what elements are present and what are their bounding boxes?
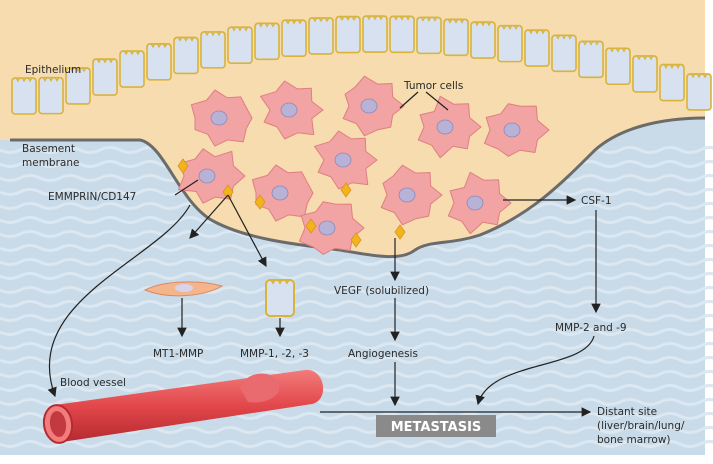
epithelial-cell (524, 29, 550, 67)
metastasis-label: METASTASIS (391, 420, 482, 435)
epithelial-cell (254, 22, 280, 61)
emmprin-markers (177, 158, 406, 248)
texture-wave (0, 440, 713, 448)
basement-label-2: membrane (22, 157, 79, 169)
blood-vessel-label: Blood vessel (60, 377, 126, 389)
nucleus (334, 152, 352, 168)
epithelial-cell (119, 50, 145, 88)
angiogenesis-label: Angiogenesis (348, 348, 418, 360)
fibroblast-icon (143, 281, 224, 297)
mt1mmp-label: MT1-MMP (153, 348, 203, 360)
epithelial-cell (38, 76, 64, 115)
epithelial-cell (605, 47, 631, 86)
epithelial-cell (227, 26, 253, 64)
emmprin-label: EMMPRIN/CD147 (48, 191, 136, 203)
epithelium-label: Epithelium (25, 64, 81, 76)
epithelial-cell (659, 63, 685, 102)
texture-wave (0, 370, 713, 378)
tumor-cell (251, 164, 314, 222)
distant-site-label-2: (liver/brain/lung/ (597, 420, 685, 432)
basement-label-1: Basement (22, 143, 75, 155)
epithelial-cell (173, 36, 199, 75)
epithelium-cells (11, 15, 712, 115)
epithelial-cell (497, 24, 523, 63)
blood-vessel-icon (42, 369, 324, 444)
nucleus (360, 98, 378, 114)
epithelial-cell (146, 43, 172, 81)
epithelial-cell (632, 55, 658, 93)
texture-wave (0, 286, 713, 294)
nucleus (466, 195, 484, 211)
epithelial-cell (92, 58, 118, 96)
pathway-arrows (47, 91, 601, 417)
mmp29-label: MMP-2 and -9 (555, 322, 627, 334)
texture-wave (0, 342, 713, 350)
emmprin-diamond (222, 184, 234, 200)
epithelial-cell (362, 15, 388, 53)
texture-wave (0, 258, 713, 266)
texture-wave (0, 314, 713, 322)
tumor-cell (483, 103, 550, 157)
nucleus (398, 187, 416, 203)
emmprin-diamond (340, 182, 352, 198)
tumor-cell (190, 89, 253, 147)
distant-site-label-1: Distant site (597, 406, 657, 418)
tumor-cells-label: Tumor cells (403, 80, 463, 92)
epithelial-cell (65, 67, 91, 105)
epithelial-cell (578, 40, 604, 79)
distant-site-label-3: bone marrow) (597, 434, 671, 446)
texture-wave (0, 384, 713, 392)
epithelial-cell-icon (265, 279, 295, 317)
epithelial-cell (551, 34, 577, 73)
texture-wave (0, 328, 713, 336)
epithelial-cell (470, 21, 496, 59)
emmprin-diamond (350, 232, 362, 248)
vegf-label: VEGF (solubilized) (334, 285, 429, 297)
nucleus (210, 110, 228, 126)
nucleus (271, 185, 289, 201)
tumor-cells (178, 75, 550, 255)
epithelial-cell (335, 15, 361, 54)
tumor-cell (380, 164, 443, 226)
emmprin-diamond (394, 224, 406, 240)
epithelial-cell (416, 16, 442, 55)
nucleus (436, 119, 454, 135)
nucleus (280, 102, 298, 118)
nucleus (503, 122, 521, 138)
tissue-texture (0, 146, 713, 448)
epithelial-cell (200, 31, 226, 69)
epithelial-cell (308, 17, 334, 55)
epithelial-cell (443, 18, 469, 57)
metastasis-box (376, 415, 496, 437)
tumor-cell (417, 95, 482, 159)
csf1-label: CSF-1 (581, 195, 612, 207)
emmprin-diamond (305, 218, 317, 234)
emmprin-diamond (254, 194, 266, 210)
tumor-cell (314, 130, 378, 190)
texture-wave (0, 356, 713, 364)
epithelial-cell (389, 15, 415, 54)
tumor-cell (342, 75, 405, 137)
nucleus (318, 220, 336, 236)
epithelial-cell (686, 73, 712, 111)
tumor-cell (298, 201, 365, 255)
tumor-cell (260, 80, 324, 140)
tumor-cell (447, 171, 512, 235)
epithelial-cell (11, 77, 37, 115)
epithelial-cell (281, 19, 307, 58)
mmp123-label: MMP-1, -2, -3 (240, 348, 309, 360)
texture-wave (0, 272, 713, 280)
emmprin-diamond (177, 158, 189, 174)
nucleus (198, 168, 216, 184)
